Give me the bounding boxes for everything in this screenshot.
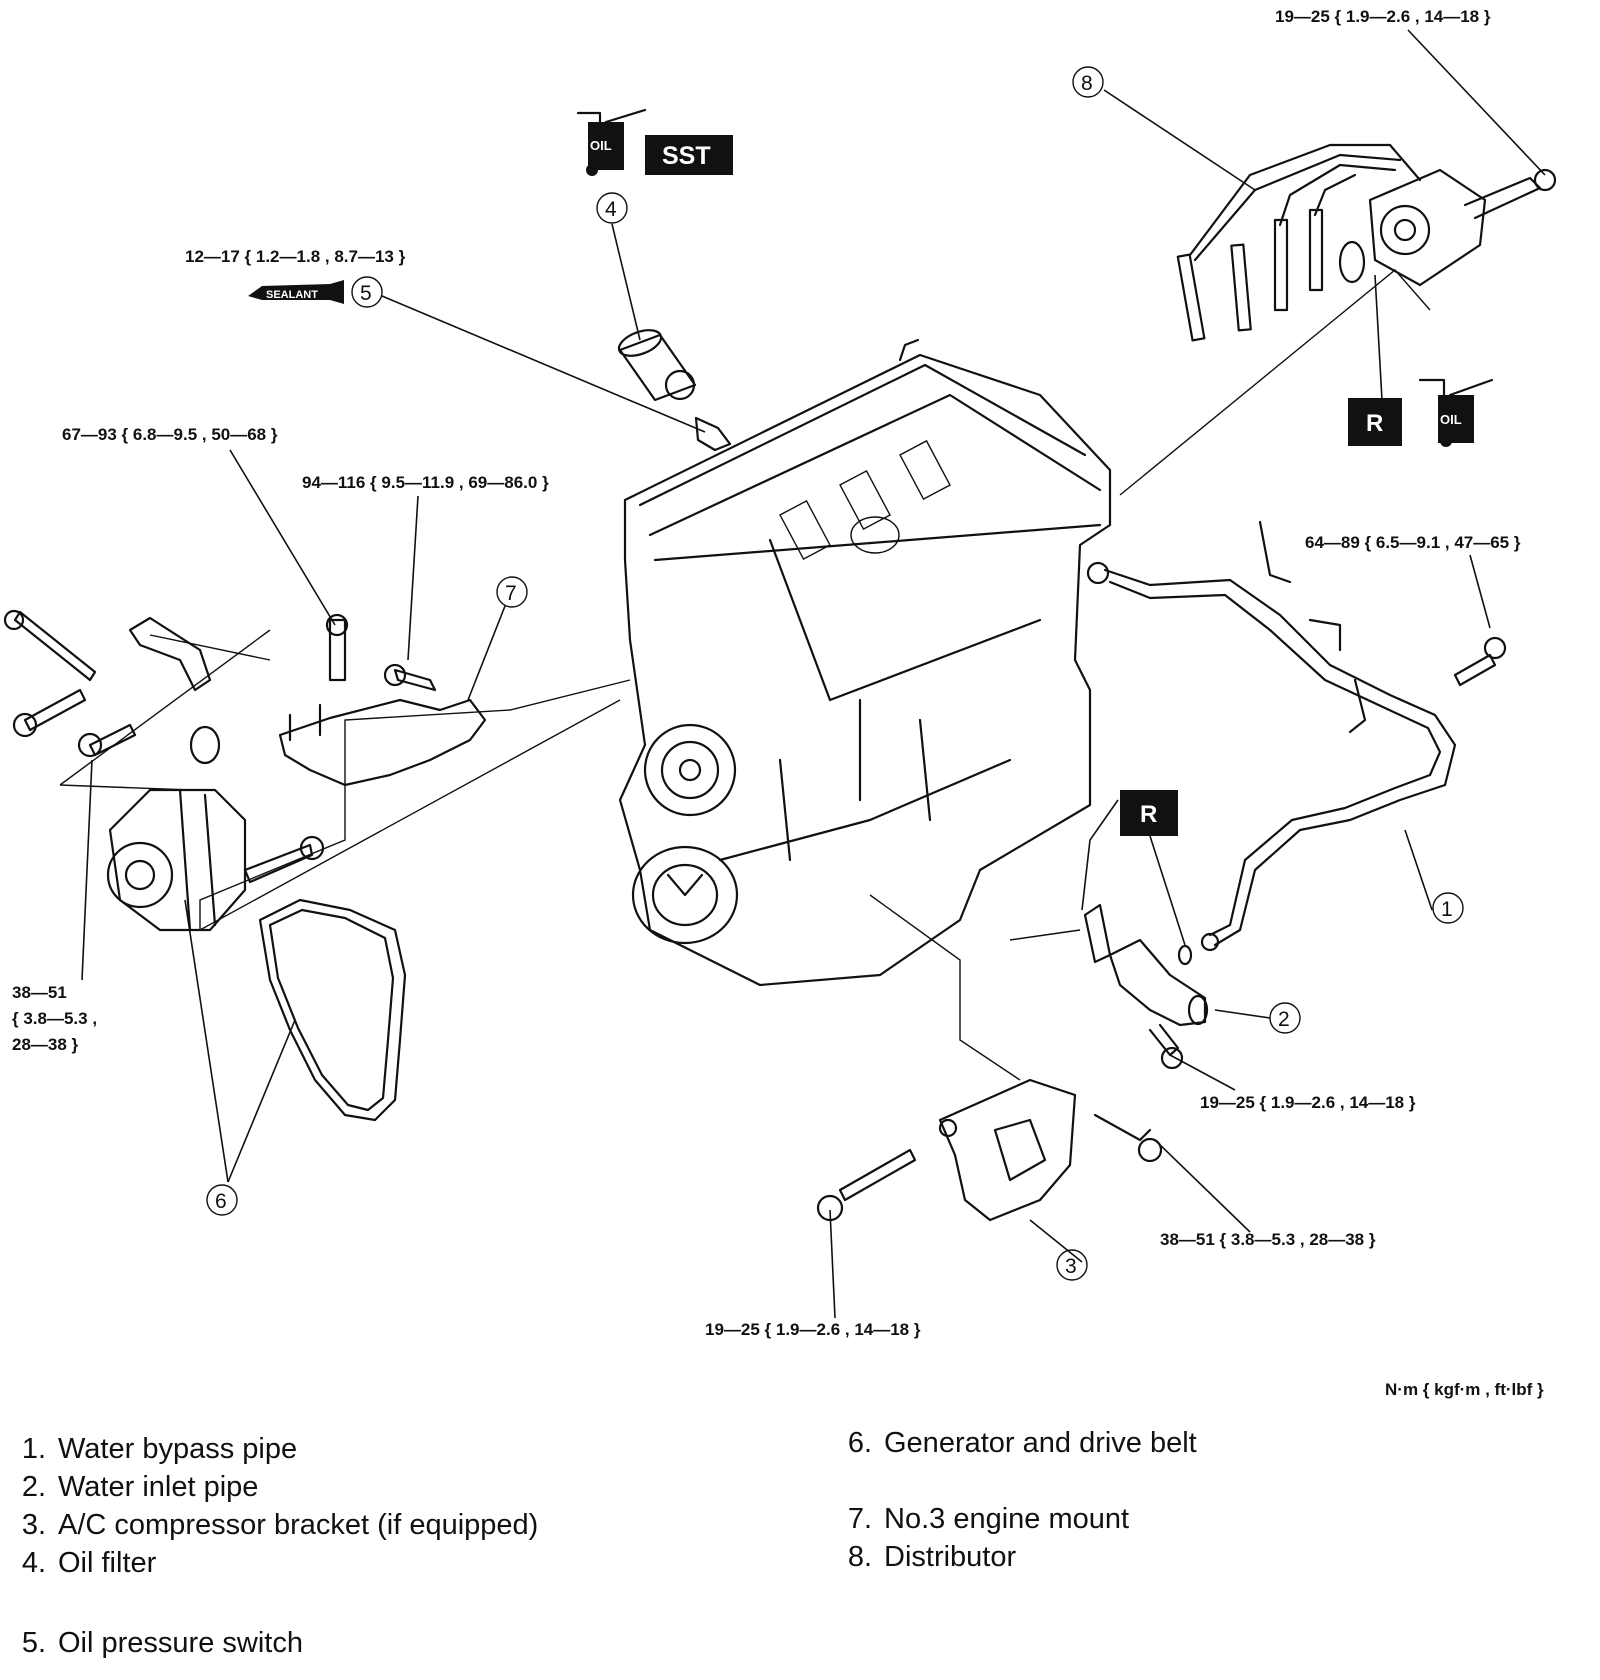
parts-legend: 1. Water bypass pipe 2. Water inlet pipe 3…	[0, 1427, 1600, 1670]
torque-inlet-pipe-bolt: 19—25 { 1.9—2.6 , 14—18 }	[1200, 1093, 1416, 1112]
legend-item-1: 1. Water bypass pipe	[0, 1430, 538, 1468]
generator-bracket	[3, 609, 221, 765]
water-inlet-pipe	[1083, 903, 1209, 1070]
replace-badge-inlet-text: R	[1140, 801, 1157, 828]
torque-ac-bracket-bolt-bottom: 19—25 { 1.9—2.6 , 14—18 }	[705, 1320, 921, 1339]
torque-generator-bolt-1: 38—51	[12, 983, 67, 1002]
callout-6: 6	[206, 1184, 238, 1216]
callout-4: 4	[596, 192, 628, 224]
torque-distributor-bolt: 19—25 { 1.9—2.6 , 14—18 }	[1275, 7, 1491, 26]
engine-mount	[278, 613, 487, 787]
oil-badge-distributor-text: OIL	[1440, 412, 1462, 427]
callout-4-text: 4	[605, 198, 617, 221]
replace-badge-inlet: R	[1120, 790, 1178, 836]
legend-item-label: No.3 engine mount	[884, 1503, 1130, 1535]
callout-3-text: 3	[1065, 1255, 1077, 1278]
callout-3: 3	[1056, 1249, 1088, 1281]
leader-lines	[81, 29, 1546, 1319]
engine-block	[618, 338, 1112, 987]
torque-mount-bolt-lower: 94—116 { 9.5—11.9 , 69—86.0 }	[302, 473, 549, 492]
callout-8-text: 8	[1081, 72, 1093, 95]
sealant-badge: SEALANT	[248, 280, 344, 304]
ac-compressor-bracket	[816, 1078, 1163, 1222]
legend-item-number: 7.	[847, 1503, 872, 1535]
legend-item-number: 2.	[21, 1471, 46, 1503]
legend-item-label: Generator and drive belt	[884, 1427, 1197, 1459]
replace-badge-distributor: R	[1348, 398, 1402, 446]
legend-item-number: 5.	[21, 1627, 46, 1659]
engine-exploded-diagram: 19—25 { 1.9—2.6 , 14—18 } 12—17 { 1.2—1.…	[3, 7, 1557, 1399]
spark-plug-wires	[1176, 143, 1422, 342]
legend-item-8: 8. Distributor	[826, 1538, 1197, 1576]
legend-item-4: 4. Oil filter	[0, 1544, 538, 1582]
legend-item-number: 4.	[21, 1547, 46, 1579]
legend-item-label: Distributor	[884, 1541, 1017, 1573]
replace-badge-distributor-text: R	[1366, 410, 1383, 437]
callout-5-text: 5	[360, 282, 372, 305]
callout-6-text: 6	[215, 1190, 227, 1213]
water-bypass-pipe	[1086, 520, 1457, 952]
legend-item-number: 3.	[21, 1509, 46, 1541]
sealant-badge-text: SEALANT	[266, 289, 318, 301]
callout-2: 2	[1269, 1002, 1301, 1034]
callout-7: 7	[496, 576, 528, 608]
oil-badge-distributor: OIL	[1418, 378, 1494, 447]
callout-5: 5	[351, 276, 383, 308]
units-label: N·m { kgf·m , ft·lbf }	[1385, 1380, 1544, 1399]
torque-ac-bracket-bolt-right: 38—51 { 3.8—5.3 , 28—38 }	[1160, 1230, 1376, 1249]
callout-7-text: 7	[505, 582, 517, 605]
callout-8: 8	[1072, 66, 1104, 98]
legend-item-label: Oil filter	[58, 1547, 157, 1579]
legend-item-5: 5. Oil pressure switch	[0, 1624, 538, 1662]
oil-filter	[617, 329, 697, 402]
legend-item-3: 3. A/C compressor bracket (if equipped)	[0, 1506, 539, 1544]
callout-1: 1	[1432, 892, 1464, 924]
torque-bypass-pipe-bolt: 64—89 { 6.5—9.1 , 47—65 }	[1305, 533, 1521, 552]
legend-column-left: 1. Water bypass pipe 2. Water inlet pipe 3…	[0, 1430, 539, 1662]
bypass-pipe-bolt	[1453, 636, 1507, 687]
generator	[106, 788, 325, 932]
legend-item-number: 6.	[847, 1427, 872, 1459]
legend-item-number: 1.	[21, 1433, 46, 1465]
torque-generator-bolt-2: { 3.8—5.3 ,	[12, 1009, 97, 1028]
legend-item-number: 8.	[847, 1541, 872, 1573]
callout-2-text: 2	[1278, 1008, 1290, 1031]
legend-column-right: 6. Generator and drive belt 7. No.3 engine…	[826, 1427, 1197, 1576]
distributor	[1338, 168, 1557, 287]
torque-oil-pressure-switch: 12—17 { 1.2—1.8 , 8.7—13 }	[185, 247, 406, 266]
legend-item-label: A/C compressor bracket (if equipped)	[58, 1509, 539, 1541]
legend-item-label: Water inlet pipe	[58, 1471, 259, 1503]
legend-item-7: 7. No.3 engine mount	[826, 1500, 1197, 1538]
callout-1-text: 1	[1441, 898, 1453, 921]
oil-badge-top-text: OIL	[590, 138, 612, 153]
legend-item-label: Oil pressure switch	[58, 1627, 303, 1659]
oil-badge-top: OIL	[576, 108, 647, 176]
sst-badge: SST	[645, 135, 733, 175]
sst-badge-text: SST	[662, 142, 711, 170]
drive-belt	[258, 898, 407, 1122]
legend-item-label: Water bypass pipe	[58, 1433, 298, 1465]
legend-item-6: 6. Generator and drive belt	[826, 1424, 1197, 1462]
oil-pressure-switch	[694, 416, 732, 452]
torque-mount-bolt-upper: 67—93 { 6.8—9.5 , 50—68 }	[62, 425, 278, 444]
torque-generator-bolt-3: 28—38 }	[12, 1035, 79, 1054]
legend-item-2: 2. Water inlet pipe	[0, 1468, 538, 1506]
